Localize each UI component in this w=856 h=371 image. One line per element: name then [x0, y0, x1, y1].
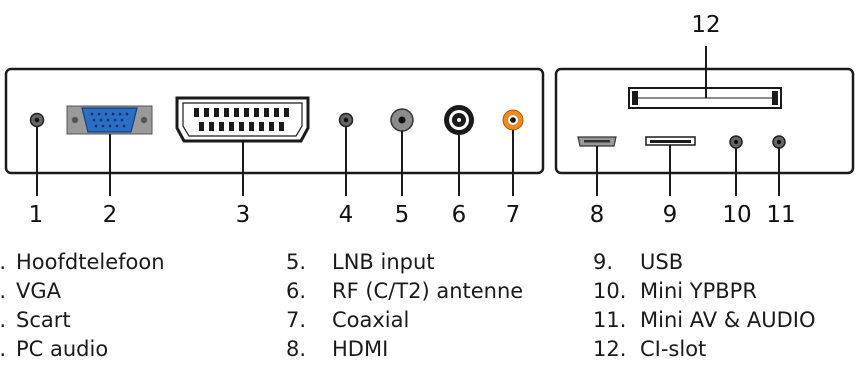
scart-pin: [284, 108, 289, 117]
callout-4: 4: [339, 202, 354, 228]
legend-number: 9.: [593, 250, 614, 274]
legend-item: 4. PC audio: [0, 335, 165, 364]
scart-pin: [279, 122, 284, 131]
coaxial-output-icon: [502, 109, 524, 131]
legend-label: Hoofdtelefoon: [16, 250, 165, 274]
scart-pin: [229, 122, 234, 131]
legend-item: 10. Mini YPBPR: [593, 277, 816, 306]
callout-11: 11: [766, 202, 795, 228]
legend-number: 5.: [286, 250, 307, 274]
legend-item: 11. Mini AV & AUDIO: [593, 306, 816, 335]
scart-pin: [194, 108, 199, 117]
legend-column-1: 1. Hoofdtelefoon 2. VGA 3. Scart 4. PC audio: [0, 248, 165, 364]
legend-item: 5. LNB input: [286, 248, 523, 277]
scart-pin: [254, 108, 259, 117]
callout-10: 10: [722, 202, 751, 228]
scart-pin: [234, 108, 239, 117]
scart-pin: [239, 122, 244, 131]
legend-item: 8. HDMI: [286, 335, 523, 364]
legend-number: 10.: [593, 279, 627, 303]
legend-item: 2. VGA: [0, 277, 165, 306]
legend-number: 3.: [0, 308, 7, 332]
mini-av-jack-icon: [772, 135, 786, 149]
callout-12: 12: [691, 12, 720, 38]
legend-item: 1. Hoofdtelefoon: [0, 248, 165, 277]
legend-item: 3. Scart: [0, 306, 165, 335]
legend-number: 4.: [0, 337, 7, 361]
callout-3: 3: [236, 202, 251, 228]
legend-label: Scart: [16, 308, 71, 332]
scart-pin: [199, 122, 204, 131]
legend-label: VGA: [16, 279, 62, 303]
callout-1: 1: [29, 202, 44, 228]
right-connector-panel: [554, 67, 855, 175]
legend-label: CI-slot: [640, 337, 707, 361]
legend-number: 2.: [0, 279, 7, 303]
headphone-jack-icon: [29, 112, 45, 128]
legend-label: USB: [640, 250, 684, 274]
callout-6: 6: [452, 202, 467, 228]
leader-lines: [36, 46, 780, 196]
scart-pin: [259, 122, 264, 131]
legend-label: HDMI: [332, 337, 389, 361]
legend-item: 12. CI-slot: [593, 335, 816, 364]
legend-label: Mini AV & AUDIO: [640, 308, 816, 332]
scart-pin: [269, 122, 274, 131]
lnb-input-icon: [390, 108, 414, 132]
legend-label: Mini YPBPR: [640, 279, 757, 303]
callout-8: 8: [590, 202, 605, 228]
legend-column-3: 9. USB 10. Mini YPBPR 11. Mini AV & AUDIO 1…: [593, 248, 816, 364]
callout-2: 2: [103, 202, 118, 228]
scart-pin: [249, 122, 254, 131]
scart-pin: [274, 108, 279, 117]
legend-item: 7. Coaxial: [286, 306, 523, 335]
vga-port-icon: [66, 105, 153, 135]
legend-number: 11.: [593, 308, 627, 332]
legend-label: PC audio: [16, 337, 109, 361]
hdmi-port-icon: [577, 136, 617, 147]
callout-7: 7: [506, 202, 521, 228]
scart-port-icon: [175, 96, 310, 143]
legend-label: LNB input: [332, 250, 435, 274]
callout-9: 9: [663, 202, 678, 228]
legend-number: 7.: [286, 308, 307, 332]
legend-item: 6. RF (C/T2) antenne: [286, 277, 523, 306]
callout-5: 5: [395, 202, 410, 228]
usb-port-icon: [645, 136, 696, 146]
scart-pin: [244, 108, 249, 117]
callout-numbers: 1 2 3 4 5 6 7 8 9 10 11 12: [29, 12, 796, 228]
scart-pin: [224, 108, 229, 117]
legend-column-2: 5. LNB input 6. RF (C/T2) antenne 7. Coaxia…: [286, 248, 523, 364]
legend-number: 12.: [593, 337, 627, 361]
legend-label: Coaxial: [332, 308, 410, 332]
legend-number: 1.: [0, 250, 7, 274]
pc-audio-jack-icon: [338, 112, 354, 128]
scart-pin: [219, 122, 224, 131]
legend-label: RF (C/T2) antenne: [332, 279, 524, 303]
legend-number: 6.: [286, 279, 307, 303]
scart-pin: [264, 108, 269, 117]
scart-pin: [204, 108, 209, 117]
mini-ypbpr-jack-icon: [729, 135, 743, 149]
legend-item: 9. USB: [593, 248, 816, 277]
scart-pin: [209, 122, 214, 131]
scart-pin: [214, 108, 219, 117]
legend-number: 8.: [286, 337, 307, 361]
rf-antenna-input-icon: [444, 105, 474, 135]
